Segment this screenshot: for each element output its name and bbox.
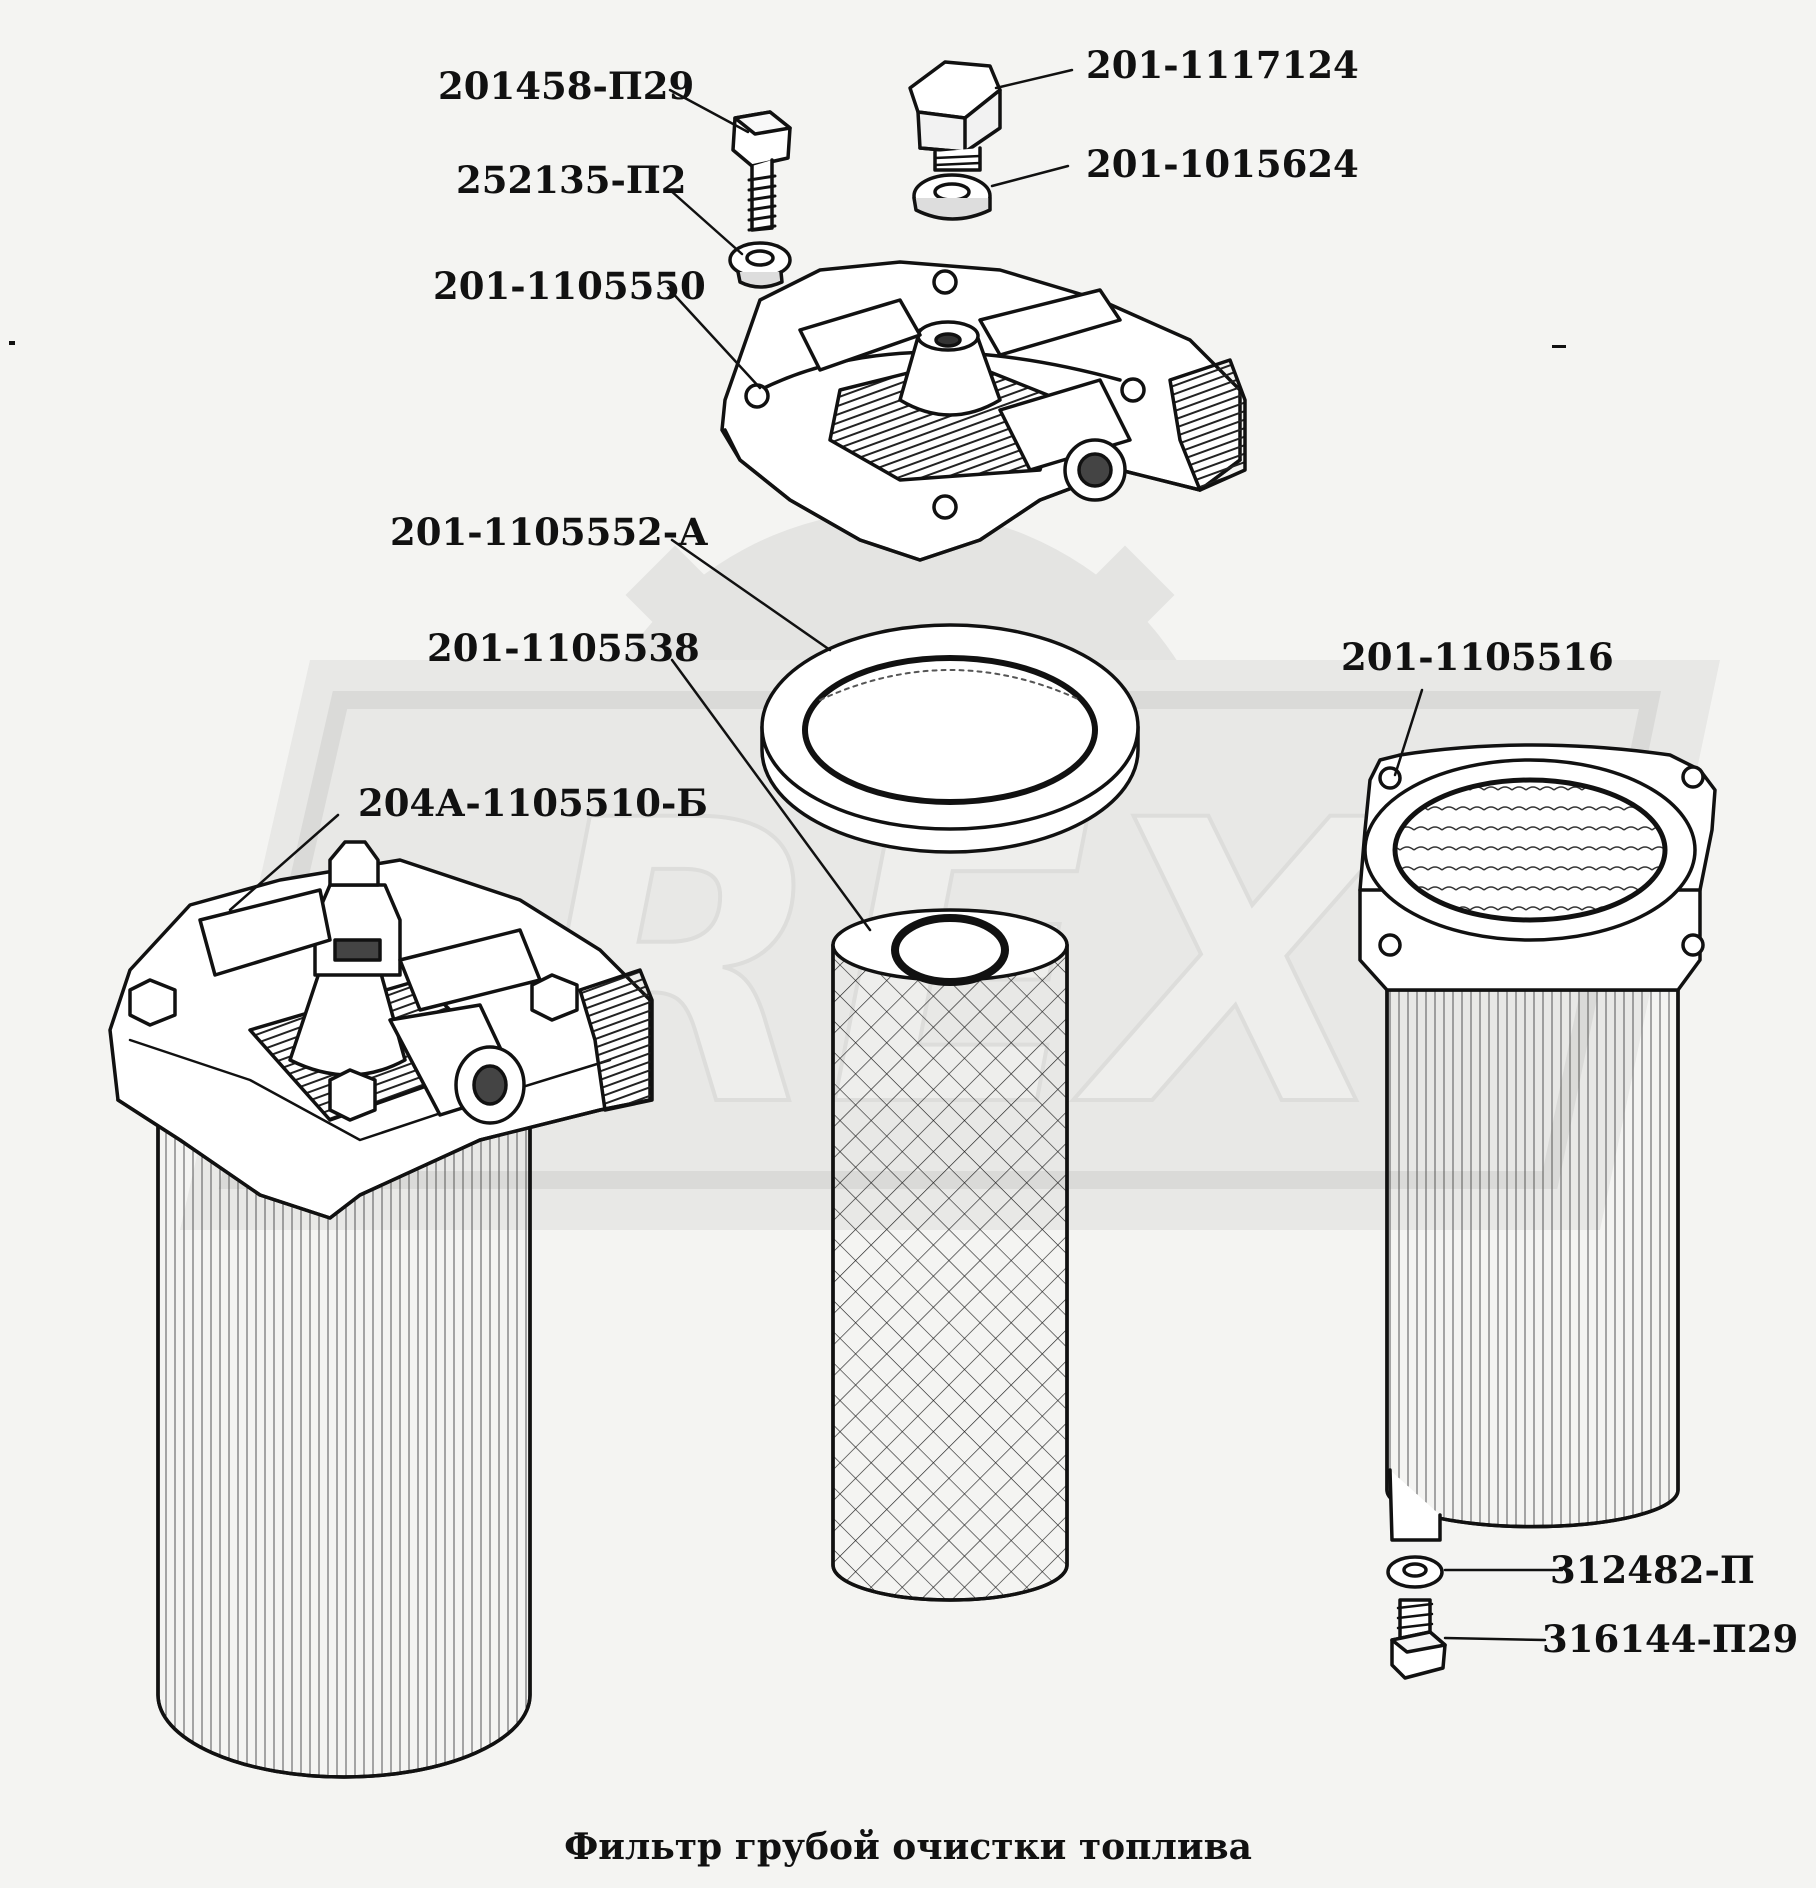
part-label-252135-P2: 252135-П2 <box>456 158 687 202</box>
diagram-caption: Фильтр грубой очистки топлива <box>564 1826 1252 1868</box>
part-label-201458-P29: 201458-П29 <box>438 64 695 108</box>
assembly-204A-1105510-B <box>108 840 654 1779</box>
part-label-201-1117124: 201-1117124 <box>1086 43 1359 87</box>
part-label-201-1105552-A: 201-1105552-А <box>390 510 709 554</box>
gasket-201-1105552-A <box>760 623 1140 854</box>
washer-312482 <box>1386 1555 1444 1589</box>
part-label-201-1105550: 201-1105550 <box>433 264 706 308</box>
leader-lines <box>228 68 1564 1642</box>
bowl-201-1105516 <box>1358 743 1717 1542</box>
bolt-201458 <box>731 110 792 232</box>
edge-mark-right <box>1552 345 1566 348</box>
bolt-316144 <box>1390 1598 1447 1680</box>
washer-252135 <box>728 241 792 289</box>
part-label-201-1105516: 201-1105516 <box>1341 635 1614 679</box>
part-label-316144-P29: 316144-П29 <box>1542 1617 1799 1661</box>
edge-mark-left <box>9 341 15 345</box>
part-label-204A-1105510-B: 204А-1105510-Б <box>358 781 708 825</box>
cover-201-1105550 <box>720 260 1247 562</box>
part-label-201-1105538: 201-1105538 <box>427 626 700 670</box>
element-201-1105538 <box>831 908 1069 1602</box>
part-label-201-1015624: 201-1015624 <box>1086 142 1359 186</box>
plug-201-1117124 <box>908 60 1002 172</box>
part-label-312482-P: 312482-П <box>1550 1548 1755 1592</box>
washer-201-1015624 <box>912 173 992 221</box>
